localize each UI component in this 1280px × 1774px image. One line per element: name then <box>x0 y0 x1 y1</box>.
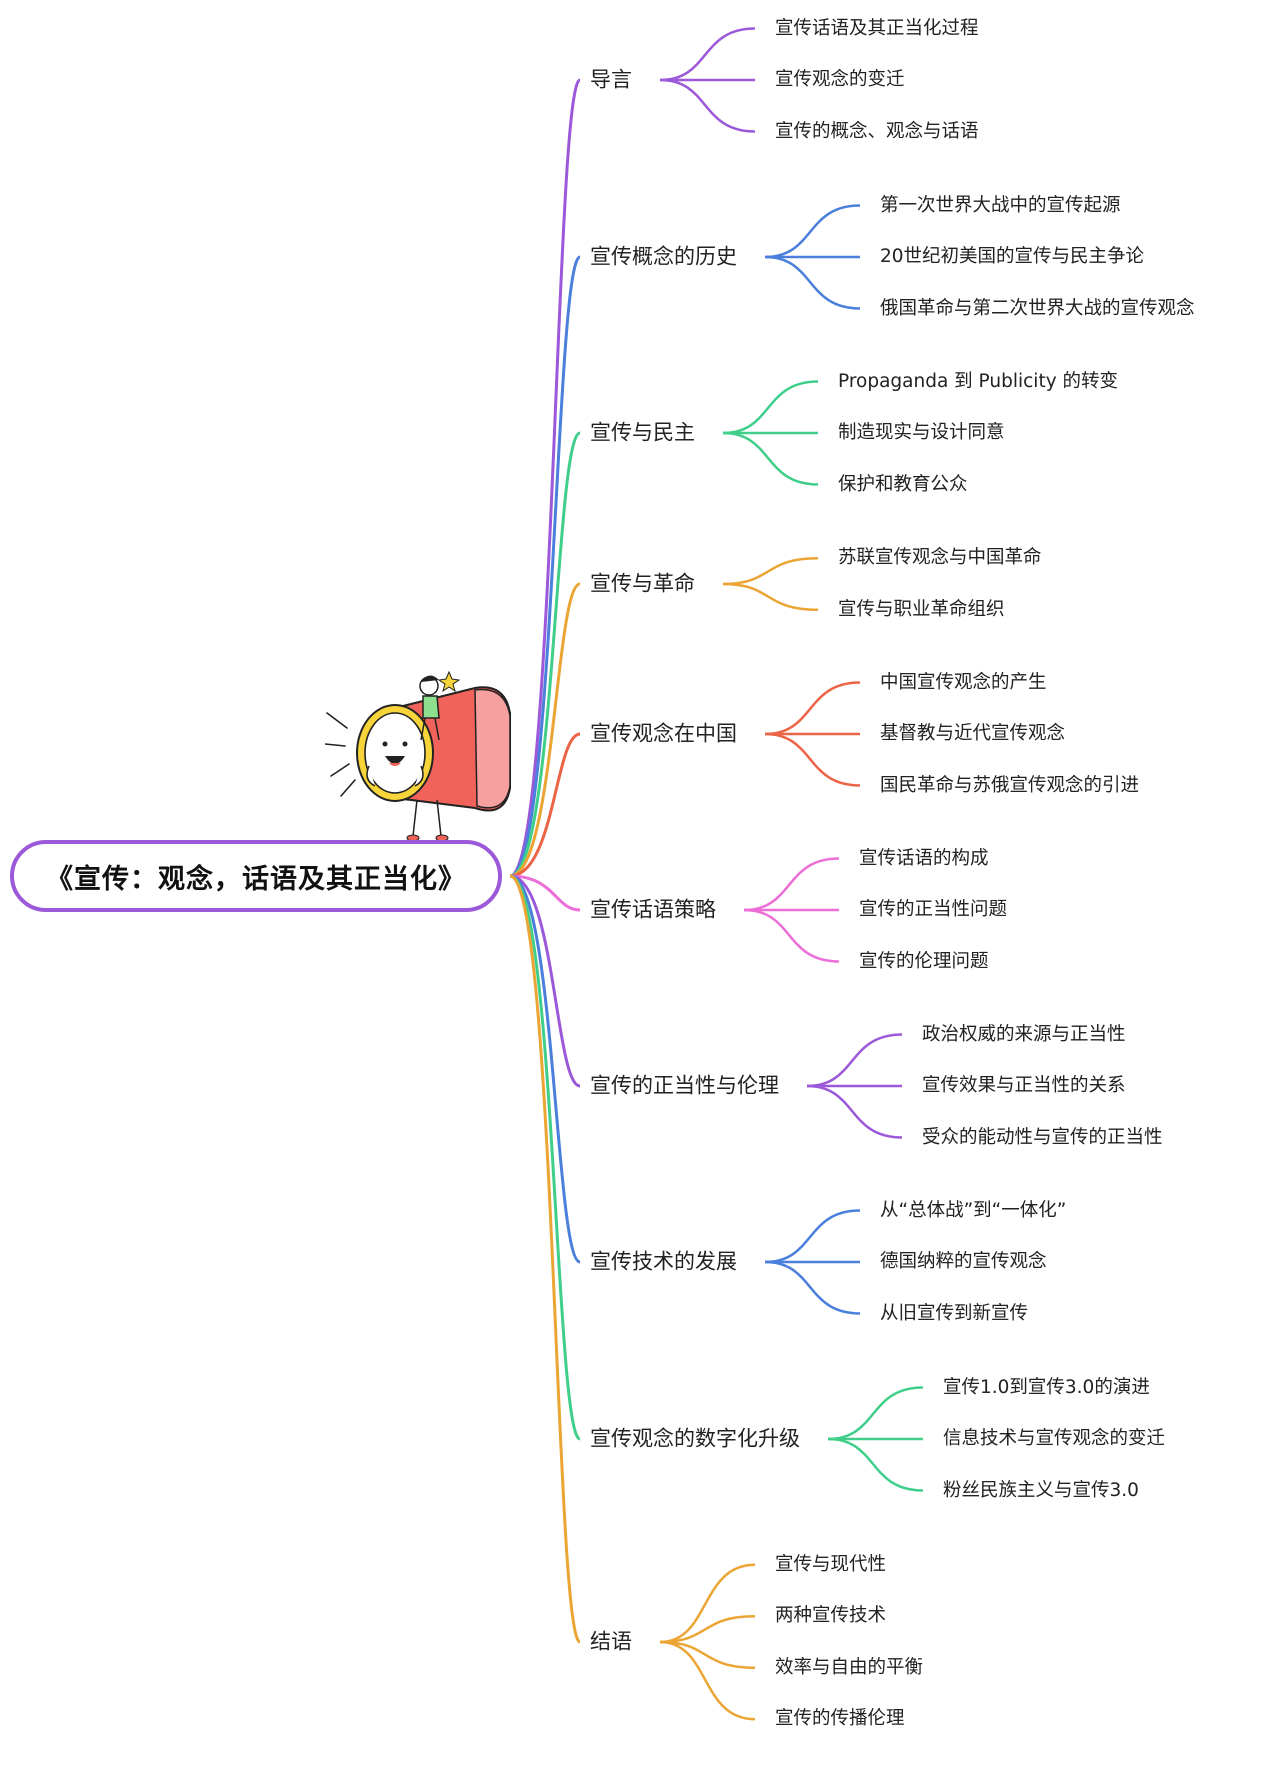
leaf-connector <box>722 380 819 435</box>
branch-topic[interactable]: 宣传的正当性与伦理 <box>590 1073 779 1098</box>
leaf-connector <box>659 1640 756 1721</box>
subtopic[interactable]: 宣传1.0到宣传3.0的演进 <box>942 1376 1150 1398</box>
subtopic[interactable]: 宣传的正当性问题 <box>858 898 1007 920</box>
root-topic[interactable]: 《宣传：观念，话语及其正当化》 <box>10 840 502 912</box>
megaphone-illustration <box>324 668 525 843</box>
subtopic[interactable]: 第一次世界大战中的宣传起源 <box>879 194 1121 216</box>
branch-connector <box>509 874 582 1441</box>
subtopic[interactable]: 宣传观念的变迁 <box>774 68 905 90</box>
subtopic[interactable]: 宣传的伦理问题 <box>858 950 989 972</box>
branch-connector <box>509 582 581 878</box>
subtopic[interactable]: 宣传话语及其正当化过程 <box>774 17 979 39</box>
subtopic[interactable]: 国民革命与苏俄宣传观念的引进 <box>879 774 1139 796</box>
branch-topic[interactable]: 宣传概念的历史 <box>590 244 737 269</box>
leaf-connector <box>743 908 840 963</box>
subtopic[interactable]: 从旧宣传到新宣传 <box>879 1302 1028 1324</box>
leaf-connector <box>659 78 756 133</box>
branch-connector <box>509 78 582 878</box>
subtopic[interactable]: 宣传的概念、观念与话语 <box>774 120 979 142</box>
leaf-connector <box>764 1209 861 1264</box>
leaf-connector <box>659 27 756 82</box>
subtopic[interactable]: 苏联宣传观念与中国革命 <box>837 547 1042 568</box>
branch-topic[interactable]: 宣传与革命 <box>590 571 695 596</box>
leaf-connector <box>659 1640 756 1669</box>
branch-topic[interactable]: 宣传观念在中国 <box>590 721 737 746</box>
subtopic[interactable]: 俄国革命与第二次世界大战的宣传观念 <box>879 297 1195 319</box>
branch-connector <box>509 874 581 912</box>
subtopic[interactable]: 两种宣传技术 <box>774 1605 886 1626</box>
leaf-connector <box>764 732 861 787</box>
leaf-connector <box>764 1260 861 1315</box>
leaf-connector <box>722 557 819 586</box>
leaf-connector <box>722 431 819 486</box>
leaf-connector <box>806 1084 903 1139</box>
leaf-connector <box>764 681 861 736</box>
leaf-connector <box>827 1386 924 1441</box>
subtopic[interactable]: 宣传效果与正当性的关系 <box>921 1074 1126 1096</box>
subtopic[interactable]: 政治权威的来源与正当性 <box>921 1023 1126 1045</box>
branch-topic[interactable]: 导言 <box>590 67 632 92</box>
leaf-connector <box>659 1615 756 1644</box>
branch-connector <box>509 431 582 878</box>
leaf-connector <box>764 255 861 310</box>
subtopic[interactable]: 宣传的传播伦理 <box>774 1708 905 1729</box>
leaf-connector <box>764 204 861 259</box>
branch-topic[interactable]: 宣传与民主 <box>590 420 695 445</box>
branch-connector <box>509 255 582 878</box>
branch-connector <box>509 874 582 1644</box>
branch-topic[interactable]: 宣传话语策略 <box>590 897 716 922</box>
leaf-connector <box>827 1437 924 1492</box>
subtopic[interactable]: 效率与自由的平衡 <box>774 1656 923 1678</box>
subtopic[interactable]: 制造现实与设计同意 <box>837 421 1005 443</box>
subtopic[interactable]: 宣传话语的构成 <box>858 847 989 869</box>
branch-topic[interactable]: 结语 <box>590 1629 632 1654</box>
branch-connector <box>509 874 581 1264</box>
leaf-connector <box>659 1563 756 1644</box>
branch-topic[interactable]: 宣传观念的数字化升级 <box>590 1426 800 1451</box>
subtopic[interactable]: 德国纳粹的宣传观念 <box>879 1250 1047 1272</box>
subtopic[interactable]: 信息技术与宣传观念的变迁 <box>942 1427 1165 1449</box>
subtopic[interactable]: 粉丝民族主义与宣传3.0 <box>942 1479 1139 1501</box>
branch-connector <box>509 874 581 1088</box>
subtopic[interactable]: 基督教与近代宣传观念 <box>879 722 1065 744</box>
leaf-connector <box>722 582 819 611</box>
branch-topic[interactable]: 宣传技术的发展 <box>590 1249 737 1274</box>
root-topic-title: 《宣传：观念，话语及其正当化》 <box>46 863 466 895</box>
subtopic[interactable]: 保护和教育公众 <box>837 473 968 495</box>
subtopic[interactable]: 宣传与职业革命组织 <box>837 598 1005 620</box>
subtopic[interactable]: 中国宣传观念的产生 <box>879 671 1047 693</box>
subtopic[interactable]: Propaganda 到 Publicity 的转变 <box>837 370 1119 392</box>
subtopic[interactable]: 受众的能动性与宣传的正当性 <box>921 1126 1163 1148</box>
subtopic[interactable]: 宣传与现代性 <box>774 1553 886 1575</box>
leaf-connector <box>806 1033 903 1088</box>
subtopic[interactable]: 20世纪初美国的宣传与民主争论 <box>879 245 1145 267</box>
subtopic[interactable]: 从“总体战”到“一体化” <box>879 1199 1067 1221</box>
branch-connector <box>509 732 581 878</box>
leaf-connector <box>743 857 840 912</box>
